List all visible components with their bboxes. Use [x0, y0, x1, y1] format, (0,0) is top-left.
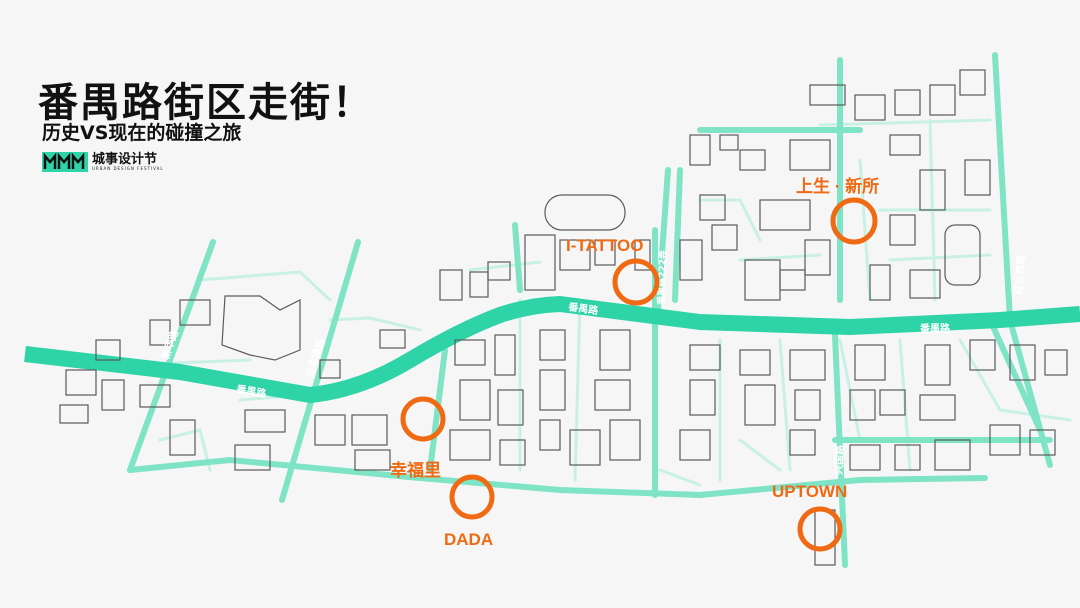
- road-panyu: [24, 296, 1080, 403]
- logo-text: 城事设计节: [92, 152, 158, 167]
- road-lane-222: [655, 167, 671, 313]
- road-xinhua: [127, 239, 216, 473]
- poi-marker-shangsheng[interactable]: [830, 197, 878, 245]
- festival-logo: 城事设计节 URBAN DESIGN FESTIVAL: [42, 152, 164, 172]
- poi-marker-uptown[interactable]: [797, 506, 843, 552]
- label-lane-222: 番禺路222弄: [655, 250, 669, 306]
- label-panyu-mid: 番禺路: [567, 300, 600, 317]
- poi-marker-dada[interactable]: [449, 474, 495, 520]
- logo-subtext: URBAN DESIGN FESTIVAL: [92, 166, 164, 171]
- poi-label-uptown[interactable]: UPTOWN: [772, 482, 848, 501]
- road-xingguo: [832, 332, 848, 568]
- poi-label-dada[interactable]: DADA: [444, 530, 494, 549]
- buildings: [59, 69, 1068, 566]
- page-title: 番禺路街区走街！: [38, 80, 374, 126]
- poi-label-xingfuli[interactable]: 幸福里: [390, 461, 441, 480]
- poi-label-shangsheng[interactable]: 上生 · 新所: [796, 177, 880, 196]
- page-subtitle: 历史VS现在的碰撞之旅: [42, 122, 242, 144]
- label-xingguo: 兴国路: [832, 444, 846, 475]
- poi-marker-xingfuli[interactable]: [400, 396, 446, 442]
- label-panyu-east: 番禺路: [919, 322, 951, 335]
- poi-marker-itattoo[interactable]: [612, 258, 660, 306]
- label-yanan: 延安西路: [1012, 253, 1028, 296]
- logo-mark-icon: [42, 152, 88, 172]
- poi-markers[interactable]: [400, 197, 878, 552]
- poi-label-itattoo[interactable]: I-TATTOO: [566, 236, 644, 255]
